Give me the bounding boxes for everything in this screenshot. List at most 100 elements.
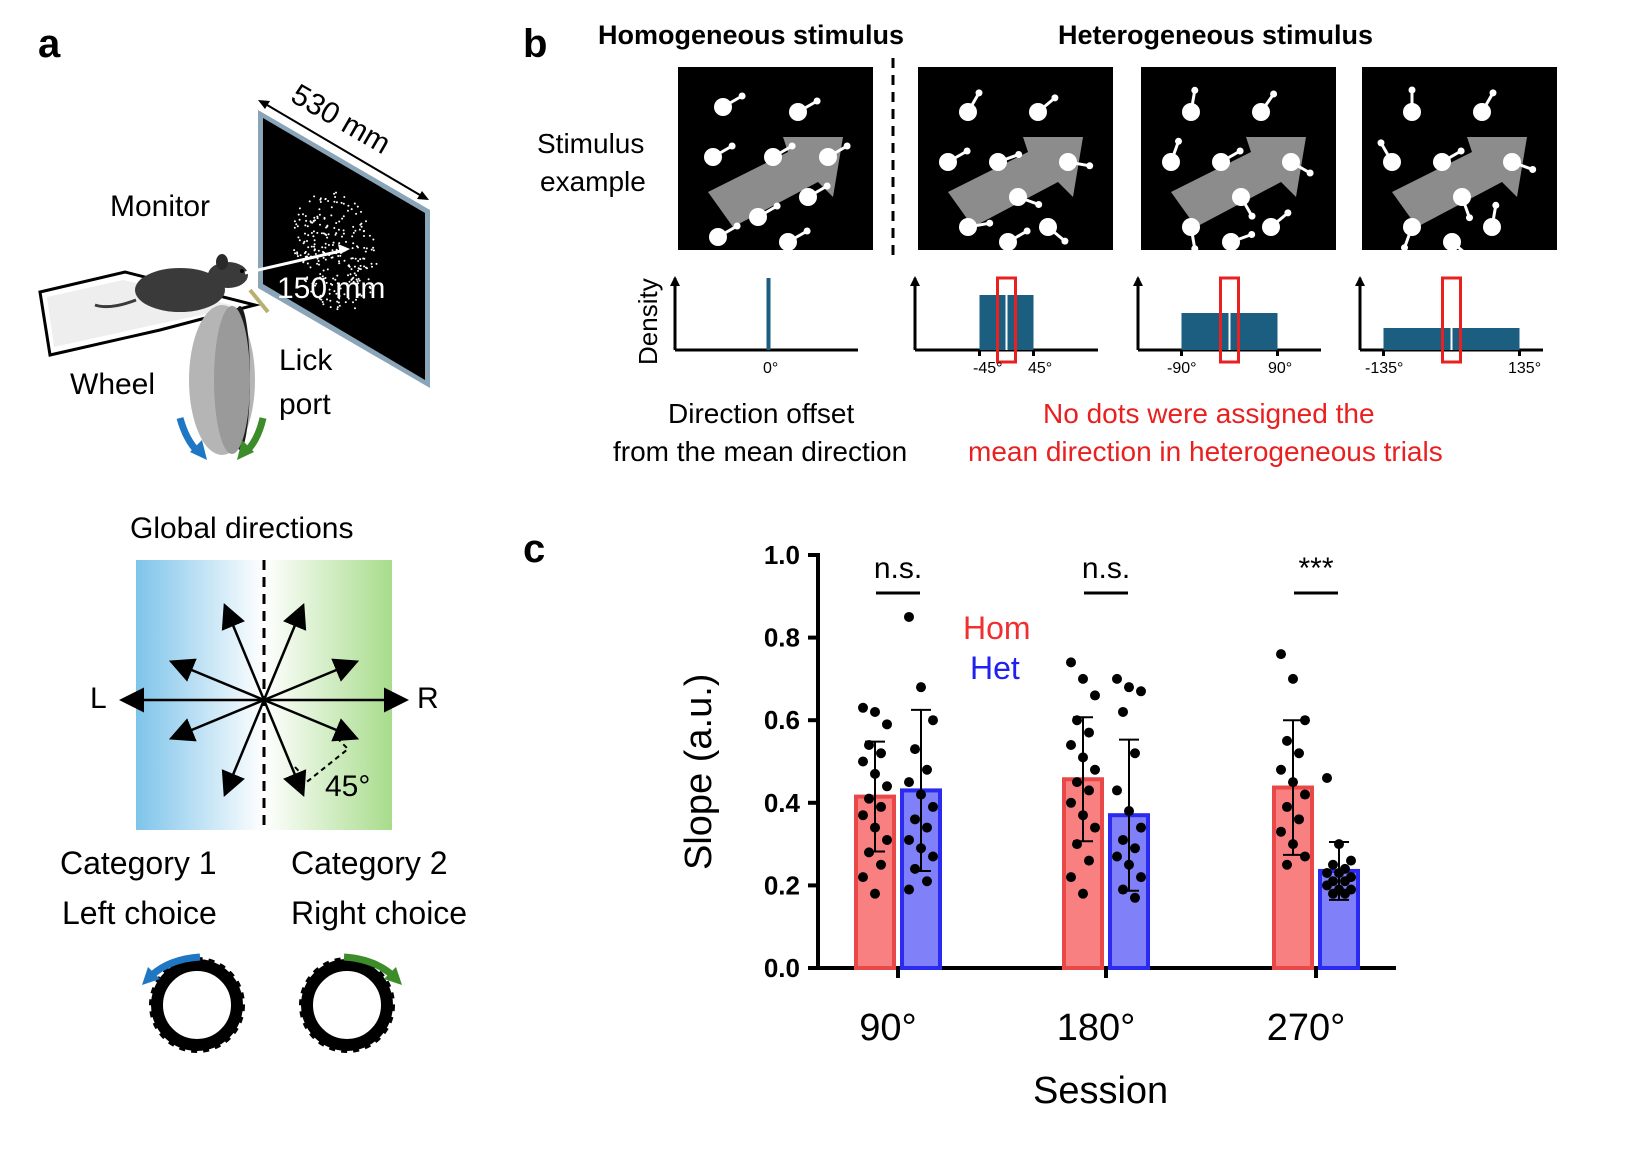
mean-direction-arrow (948, 137, 1083, 227)
stimulus-and-histograms (670, 58, 1557, 364)
data-point (870, 888, 880, 899)
legend-het: Het (970, 650, 1020, 686)
y-tick-label: 0.6 (764, 705, 800, 735)
data-point (1084, 855, 1094, 866)
data-point (1066, 797, 1076, 808)
data-point (1322, 880, 1332, 891)
density-histogram-4 (1355, 276, 1543, 364)
lick-port-label-1: Lick (279, 344, 333, 377)
stimulus-label-1: Stimulus (537, 128, 645, 159)
data-point (1072, 839, 1082, 850)
hist-3-tick-neg: -90° (1167, 360, 1197, 377)
data-point (1340, 876, 1350, 887)
data-point (1066, 739, 1076, 750)
density-label: Density (633, 278, 663, 365)
data-point (1300, 715, 1310, 726)
x-axis-label: Session (1033, 1070, 1169, 1112)
category-2-label: Category 2 (291, 845, 448, 881)
distance-label: 150 mm (277, 272, 386, 305)
data-point (1112, 851, 1122, 862)
data-point (1124, 859, 1134, 870)
y-axis-label: Slope (a.u.) (678, 673, 720, 870)
direction-arrow-2 (263, 658, 360, 702)
data-point (882, 719, 892, 730)
data-point (1294, 814, 1304, 825)
offset-label-2: from the mean direction (613, 436, 908, 467)
data-point (1112, 785, 1122, 796)
data-point (904, 611, 914, 622)
y-tick-label: 1.0 (764, 540, 800, 570)
density-histogram-2 (910, 276, 1098, 364)
data-point (1300, 789, 1310, 800)
hist-2-tick-neg: -45° (973, 360, 1003, 377)
lick-port-icon (248, 288, 270, 314)
setup-illustration (38, 100, 430, 460)
data-point (910, 863, 920, 874)
direction-arrow-9 (221, 699, 266, 798)
data-point (1288, 673, 1298, 684)
data-point (876, 859, 886, 870)
data-point (858, 810, 868, 821)
data-point (858, 702, 868, 713)
data-point (1084, 785, 1094, 796)
data-point (864, 793, 874, 804)
data-point (1118, 834, 1128, 845)
direction-arrow-5 (221, 602, 266, 701)
direction-arrow-6 (263, 698, 360, 742)
x-tick-label: 180° (1057, 1007, 1136, 1049)
direction-arrow-8 (262, 699, 307, 798)
stimulus-example-4 (1362, 67, 1557, 260)
significance-label: n.s. (874, 552, 922, 585)
data-point (1288, 777, 1298, 788)
data-point (1130, 748, 1140, 759)
data-point (928, 801, 938, 812)
y-tick-label: 0.0 (764, 953, 800, 983)
monitor-dots (293, 191, 378, 311)
data-point (1288, 839, 1298, 850)
data-point (1078, 752, 1088, 763)
y-tick-label: 0.2 (764, 870, 800, 900)
right-wheel-icon (299, 953, 402, 1053)
data-point (864, 739, 874, 750)
data-point (1136, 872, 1146, 883)
data-point (1118, 706, 1128, 717)
left-choice-label: Left choice (62, 895, 217, 931)
data-point (922, 876, 932, 887)
right-choice-label: Right choice (291, 895, 468, 931)
data-point (910, 814, 920, 825)
data-point (1300, 851, 1310, 862)
angle-marker (294, 736, 350, 783)
data-point (922, 764, 932, 775)
mouse-icon (135, 268, 225, 312)
data-point (1090, 822, 1100, 833)
hist-2-tick-pos: 45° (1028, 360, 1053, 377)
data-point (1276, 764, 1286, 775)
data-point (1340, 888, 1350, 899)
data-point (928, 851, 938, 862)
stimulus-label-2: example (540, 166, 646, 197)
data-point (1066, 657, 1076, 668)
y-tick-label: 0.8 (764, 623, 800, 653)
x-tick-label: 270° (1267, 1007, 1346, 1049)
left-wheel-icon (142, 953, 245, 1053)
data-point (1136, 686, 1146, 697)
data-point (858, 756, 868, 767)
data-point (916, 789, 926, 800)
data-point (1334, 839, 1344, 850)
density-histogram-1 (670, 276, 858, 352)
category-1-label: Category 1 (60, 845, 217, 881)
angle-label: 45° (325, 770, 371, 803)
data-point (1276, 826, 1286, 837)
data-point (870, 822, 880, 833)
stimulus-example-2 (918, 67, 1113, 251)
data-point (1090, 690, 1100, 701)
direction-arrows (119, 602, 409, 798)
data-point (904, 834, 914, 845)
data-point (1078, 888, 1088, 899)
data-point (1346, 855, 1356, 866)
hist-3-tick-pos: 90° (1268, 360, 1293, 377)
panel-letter-b: b (523, 22, 548, 66)
data-point (858, 872, 868, 883)
data-point (1078, 673, 1088, 684)
global-directions-title: Global directions (130, 512, 354, 545)
